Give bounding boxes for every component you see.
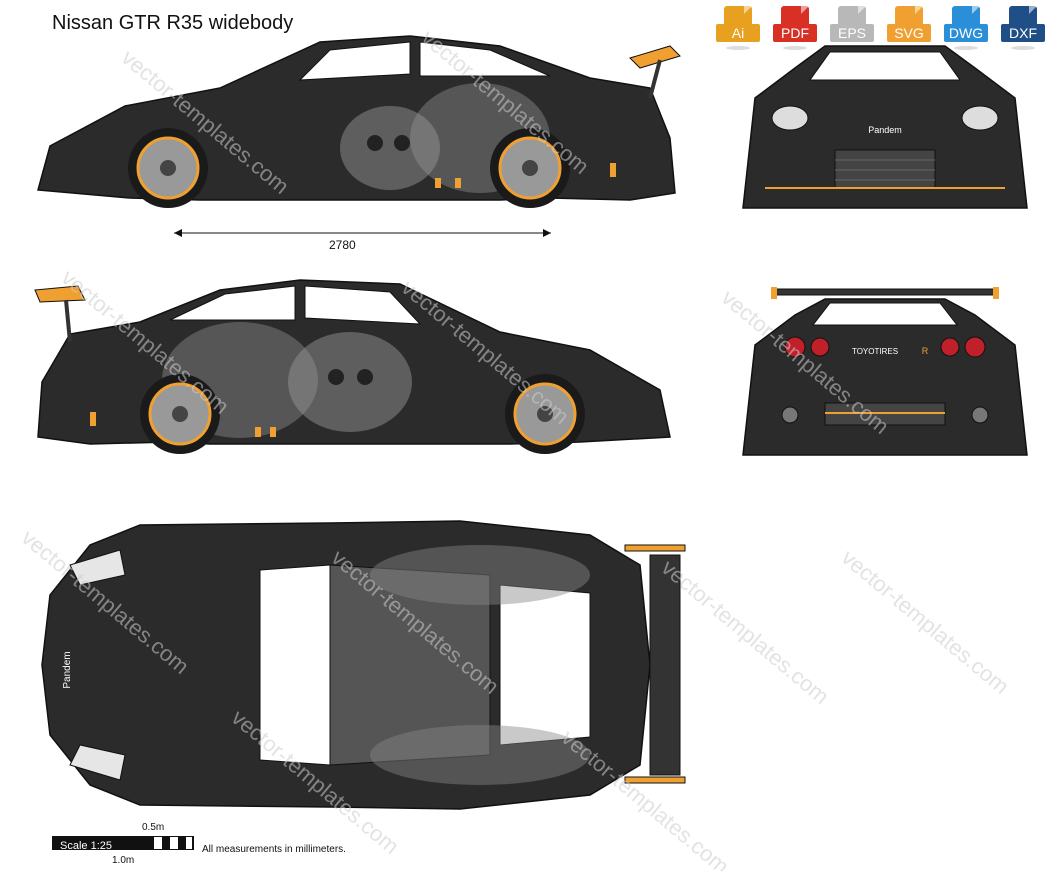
wheelbase-dimension xyxy=(174,229,551,237)
format-label-dwg: DWG xyxy=(944,24,988,42)
scale-label: Scale 1:25 xyxy=(60,840,112,852)
roof-badge: Pandem xyxy=(62,651,73,688)
side-view-right xyxy=(34,279,671,454)
scale-bar xyxy=(52,836,194,850)
scale-one-label: 1.0m xyxy=(112,855,135,866)
front-view: Pandem xyxy=(742,45,1028,209)
format-label-eps: EPS xyxy=(830,24,874,42)
pdf-file-icon[interactable]: PDF xyxy=(773,6,817,52)
format-label-svg: SVG xyxy=(887,24,931,42)
rear-badge: TOYOTIRES xyxy=(852,347,898,356)
rear-emblem: R xyxy=(922,346,929,356)
eps-file-icon[interactable]: EPS xyxy=(830,6,874,52)
watermark-text: vector-templates.com xyxy=(837,545,1014,699)
dwg-file-icon[interactable]: DWG xyxy=(944,6,988,52)
format-label-ai: Ai xyxy=(716,24,760,42)
format-label-pdf: PDF xyxy=(773,24,817,42)
side-view-left xyxy=(37,35,681,208)
wheelbase-label: 2780 xyxy=(329,238,356,252)
measurement-note: All measurements in millimeters. xyxy=(202,844,346,855)
page-title: Nissan GTR R35 widebody xyxy=(52,12,294,34)
front-badge: Pandem xyxy=(868,125,902,135)
ai-file-icon[interactable]: Ai xyxy=(716,6,760,52)
dxf-file-icon[interactable]: DXF xyxy=(1001,6,1045,52)
format-label-dxf: DXF xyxy=(1001,24,1045,42)
top-view: Pandem xyxy=(41,520,686,810)
rear-view: TOYOTIRES R xyxy=(742,287,1028,456)
scale-half-label: 0.5m xyxy=(142,822,165,833)
